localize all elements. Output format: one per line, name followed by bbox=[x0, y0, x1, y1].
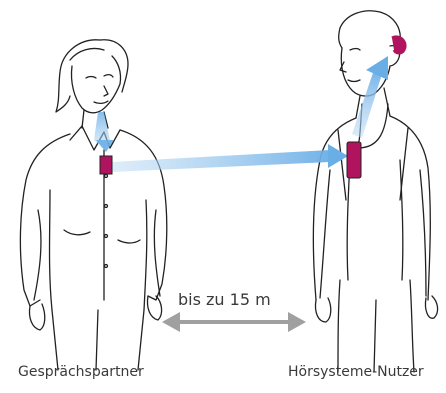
right-person-label: Hörsysteme-Nutzer bbox=[288, 364, 424, 380]
clip-microphone bbox=[100, 156, 112, 174]
left-person-label: Gesprächspartner bbox=[18, 364, 144, 380]
receiver-device bbox=[347, 142, 361, 178]
distance-arrow bbox=[162, 312, 306, 332]
signal-beams bbox=[94, 56, 388, 172]
hearing-aid bbox=[392, 37, 405, 53]
left-person-figure bbox=[20, 40, 166, 370]
distance-label: bis zu 15 m bbox=[178, 290, 271, 309]
